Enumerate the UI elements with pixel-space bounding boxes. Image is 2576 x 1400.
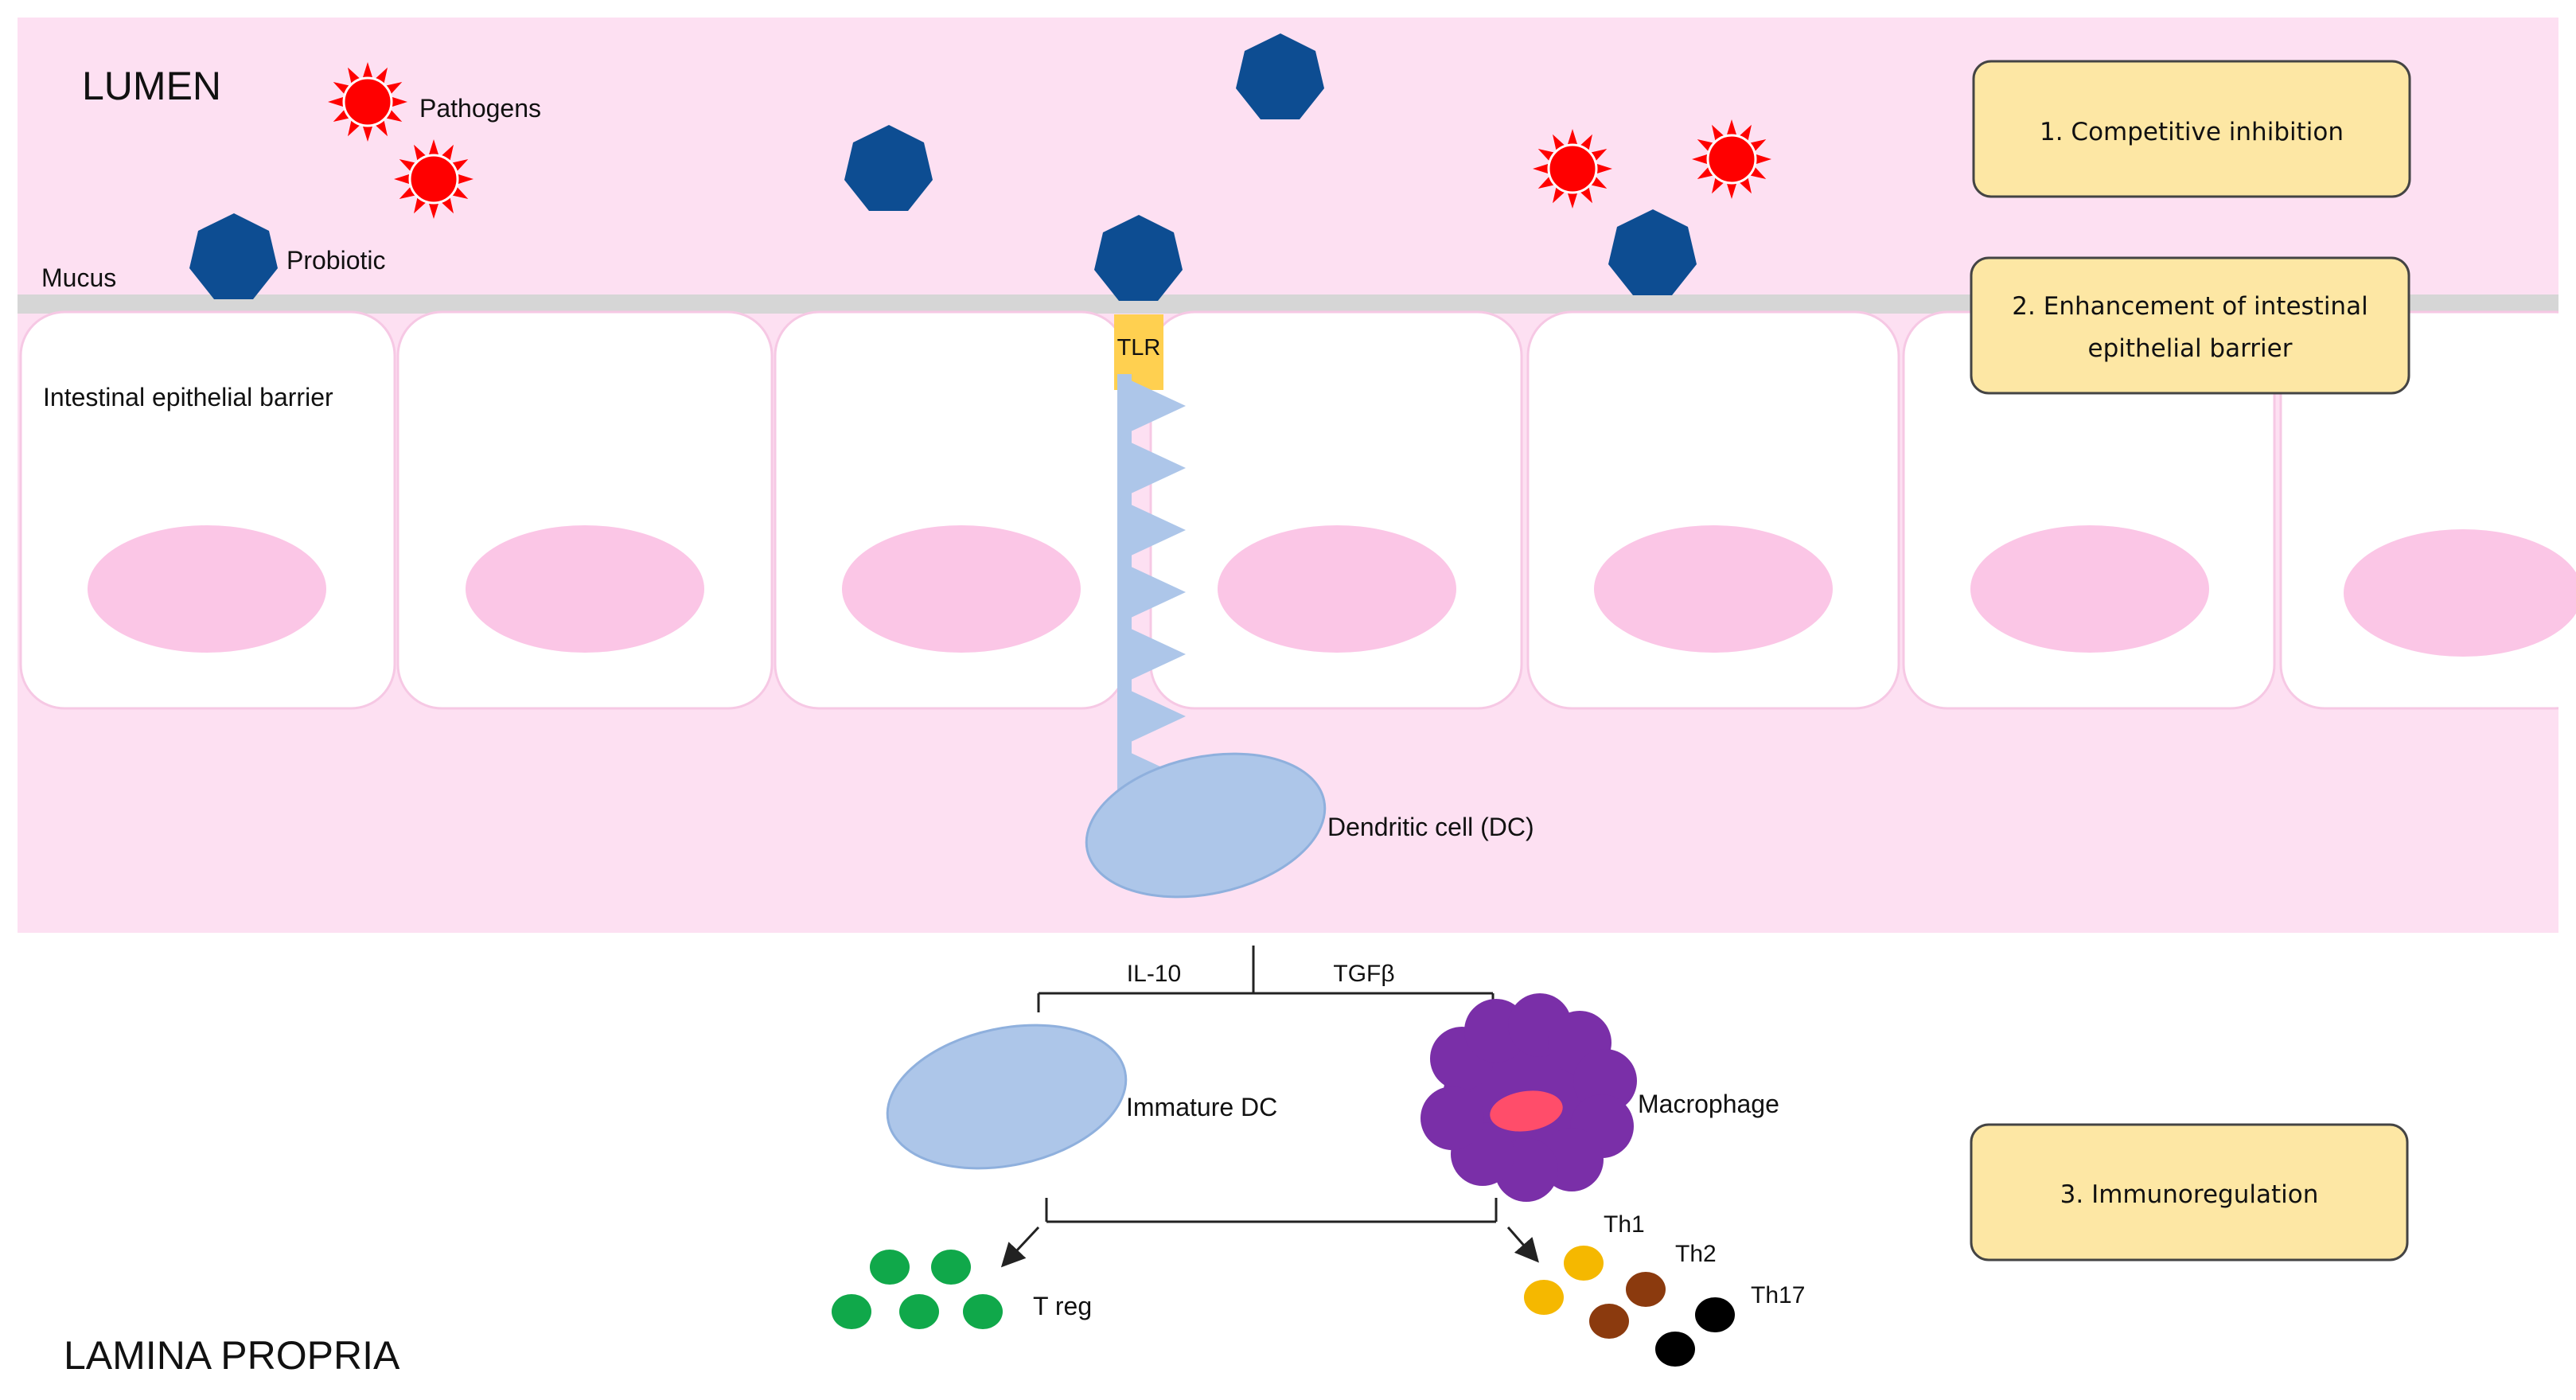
- probiotic: [1236, 33, 1324, 119]
- treg-cell: [870, 1250, 910, 1285]
- mucus-label: Mucus: [41, 263, 116, 292]
- nucleus: [88, 525, 326, 653]
- tlr-label: TLR: [1117, 335, 1161, 361]
- differentiation-bracket: [1045, 1198, 1498, 1223]
- mechanism-text: 3. Immunoregulation: [2060, 1180, 2319, 1209]
- pathogens: [328, 62, 1771, 219]
- th2-label: Th2: [1675, 1241, 1717, 1267]
- treg-cell: [931, 1250, 971, 1285]
- mechanism-text: 1. Competitive inhibition: [2040, 118, 2344, 146]
- th2-cell: [1626, 1272, 1666, 1307]
- th17-label: Th17: [1751, 1282, 1805, 1308]
- treg-cell: [899, 1294, 939, 1329]
- nucleus: [842, 525, 1081, 653]
- th-cells: [1524, 1246, 1735, 1367]
- il10-label: IL-10: [1127, 961, 1181, 987]
- lumen-label: LUMEN: [82, 64, 221, 108]
- nucleus: [1218, 525, 1456, 653]
- dendritic-cell-label: Dendritic cell (DC): [1327, 813, 1534, 841]
- probiotic: [1608, 209, 1697, 295]
- th2-cell: [1589, 1304, 1629, 1339]
- treg-cell: [832, 1294, 871, 1329]
- mechanism-text: epithelial barrier: [2088, 334, 2293, 363]
- probiotic: [1094, 215, 1183, 301]
- th17-cell: [1695, 1297, 1735, 1332]
- arrow-to-treg: [1000, 1226, 1040, 1268]
- nucleus: [466, 525, 704, 653]
- pathogen-core: [342, 76, 393, 127]
- pathogens-label: Pathogens: [419, 94, 541, 123]
- macrophage-nucleus: [1490, 1090, 1563, 1132]
- macrophage: [1421, 993, 1637, 1202]
- mechanism-box-barrier-enhancement: 2. Enhancement of intestinal epithelial …: [1970, 256, 2410, 395]
- arrow-to-th-cells: [1506, 1226, 1539, 1263]
- page-edge-mask: [2558, 302, 2576, 716]
- mechanism-text: 2. Enhancement of intestinal: [2012, 292, 2368, 321]
- dendrite-zigzag: [1117, 374, 1186, 810]
- barrier-label: Intestinal epithelial barrier: [43, 383, 333, 411]
- probiotics: [189, 33, 1697, 301]
- th1-cell: [1524, 1280, 1564, 1315]
- probiotic: [189, 213, 278, 299]
- macrophage-label: Macrophage: [1638, 1090, 1779, 1118]
- th17-cell: [1655, 1332, 1695, 1367]
- cell-nuclei: [88, 525, 2576, 657]
- immature-dc: [886, 1024, 1128, 1170]
- mechanism-box-immunoregulation: 3. Immunoregulation: [1970, 1123, 2409, 1262]
- cytokine-bracket: [1037, 946, 1495, 1012]
- immature-dc-label: Immature DC: [1126, 1093, 1277, 1121]
- treg-label: T reg: [1033, 1292, 1092, 1320]
- probiotic-label: Probiotic: [286, 246, 386, 275]
- dendritic-cell: [1085, 752, 1327, 899]
- pathogen-core: [1706, 134, 1757, 185]
- th1-label: Th1: [1604, 1211, 1645, 1238]
- probiotic: [844, 125, 933, 211]
- nucleus: [2344, 529, 2576, 657]
- th1-cell: [1564, 1246, 1604, 1281]
- treg-cell: [963, 1294, 1003, 1329]
- pathogen-core: [408, 154, 459, 205]
- mechanism-box-competitive-inhibition: 1. Competitive inhibition: [1972, 60, 2411, 198]
- treg-cells: [832, 1250, 1003, 1329]
- nucleus: [1970, 525, 2209, 653]
- lamina-propria-label: LAMINA PROPRIA: [64, 1333, 400, 1378]
- tgfb-label: TGFβ: [1333, 961, 1394, 987]
- pathogen-core: [1547, 143, 1598, 194]
- nucleus: [1594, 525, 1833, 653]
